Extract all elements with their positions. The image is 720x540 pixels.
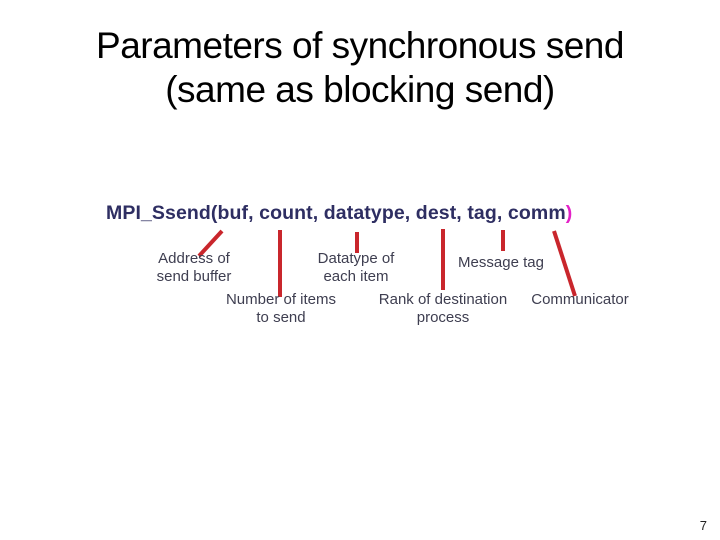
slide-title-line1: Parameters of synchronous send: [96, 25, 624, 66]
annotation-count: Number of items to send: [225, 291, 337, 326]
annotation-datatype: Datatype of each item: [317, 250, 395, 285]
annotation-comm: Communicator: [531, 291, 629, 308]
mpi-ssend-code-text: MPI_Ssend(buf, count, datatype, dest, ta…: [106, 202, 566, 224]
annotation-buf: Address of send buffer: [156, 250, 232, 285]
mpi-ssend-close-paren: ): [565, 202, 573, 224]
annotation-tag: Message tag: [458, 254, 544, 271]
slide-title-line2: (same as blocking send): [165, 69, 555, 110]
slide-title: Parameters of synchronous send(same as b…: [0, 24, 720, 112]
mpi-ssend-code: MPI_Ssend(buf, count, datatype, dest, ta…: [106, 202, 572, 225]
callout-line-comm: [552, 230, 577, 297]
page-number: 7: [699, 518, 707, 533]
annotation-dest: Rank of destination process: [378, 291, 508, 326]
